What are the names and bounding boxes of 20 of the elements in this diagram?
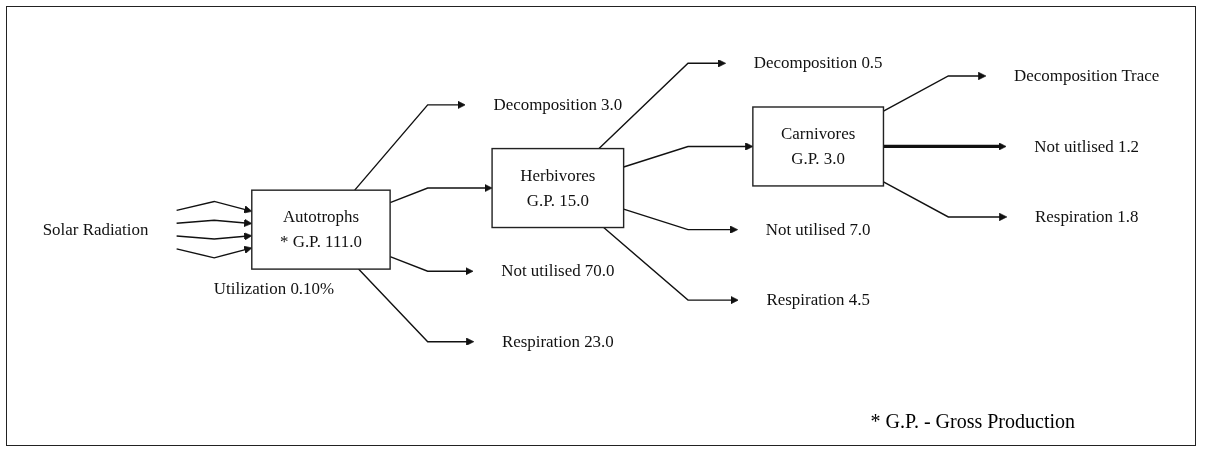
node-text: Not uitlised 1.2 — [1034, 136, 1140, 155]
utilization-note: Utilization 0.10% — [213, 278, 335, 298]
node-text: Not utilised 7.0 — [765, 219, 871, 239]
node-box: Carnivores G.P. 3.0 — [752, 105, 885, 187]
arrow — [598, 58, 726, 149]
node-box: Herbivores G.P. 15.0 — [491, 147, 625, 228]
footnote: * G.P. - Gross Production — [870, 410, 1075, 433]
node-text: Respiration 4.5 — [766, 289, 870, 309]
node-text: Respiration 23.0 — [501, 331, 614, 351]
node-text: Respiration 1.8 — [1035, 206, 1139, 226]
node-text: Decomposition 0.5 — [753, 52, 883, 72]
node-box: Autotrophs * G.P. 111.0 — [251, 188, 391, 270]
node-text: Decomposition 3.0 — [493, 94, 623, 114]
arrow — [354, 100, 466, 191]
arrow — [883, 141, 1007, 151]
node-text: Not utilised 70.0 — [501, 260, 615, 280]
arrow — [603, 226, 739, 304]
node-text: Solar Radiation — [42, 219, 149, 239]
node-text: Decomposition Trace — [1014, 65, 1160, 85]
arrow — [357, 267, 475, 346]
